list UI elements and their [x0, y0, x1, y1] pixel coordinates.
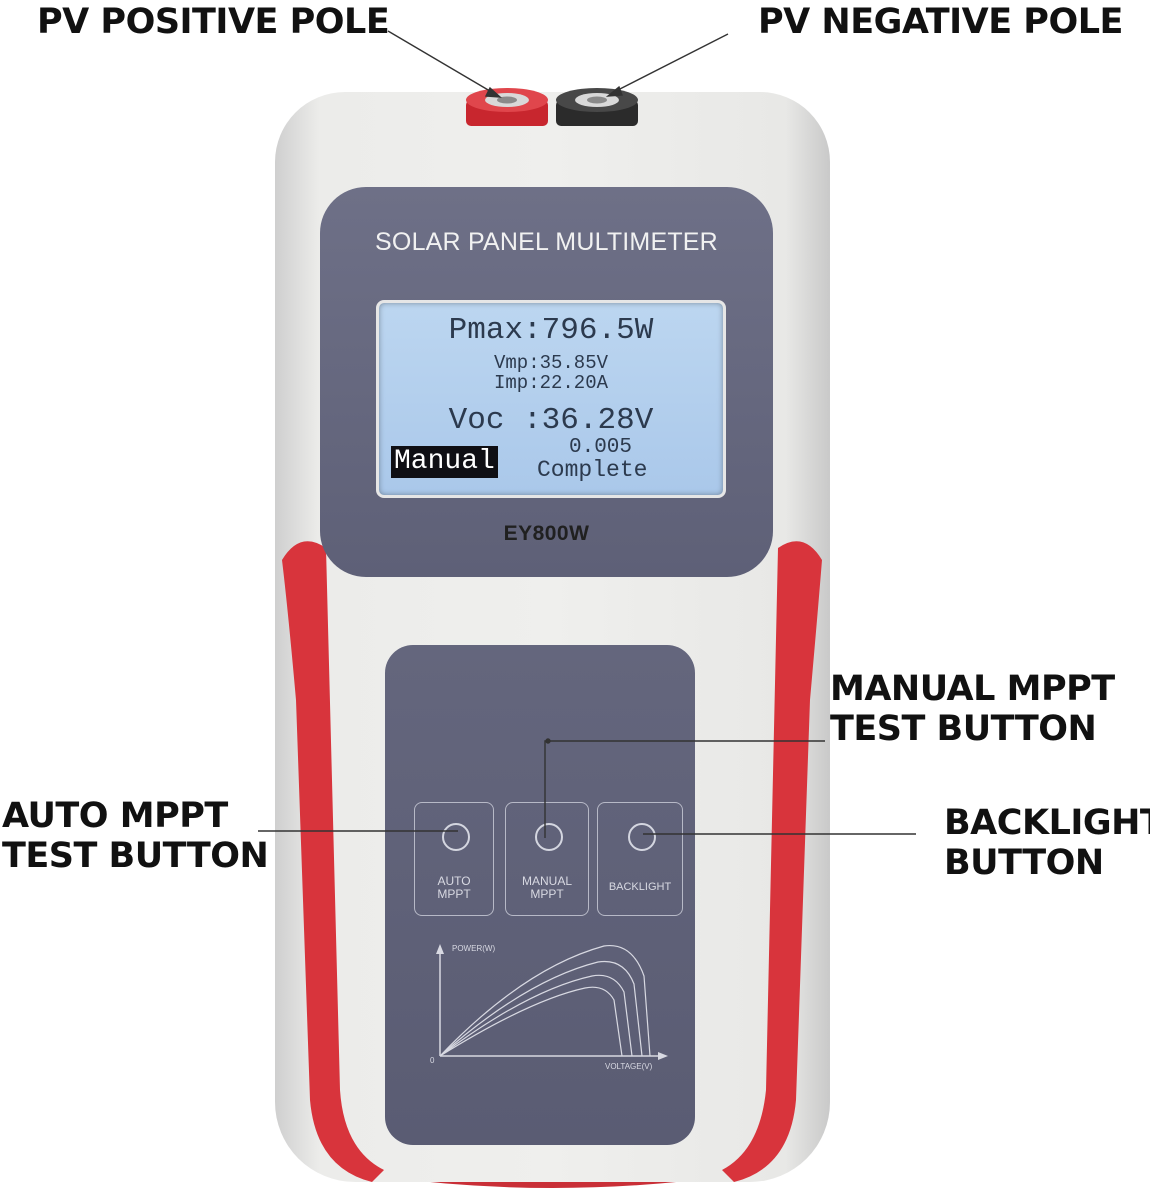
- manual-mppt-callout: MANUAL MPPT TEST BUTTON: [830, 669, 1115, 749]
- pv-negative-arrow-icon: [605, 85, 623, 97]
- backlight-callout: BACKLIGHT BUTTON: [944, 803, 1150, 883]
- backlight-button-circle-icon: [628, 823, 656, 851]
- pv-positive-arrow-icon: [484, 86, 502, 98]
- lcd-status: Complete: [537, 457, 648, 483]
- graph-x-label: VOLTAGE(V): [605, 1062, 653, 1071]
- lcd-voc: Voc :36.28V: [448, 403, 654, 438]
- pv-positive-leader: [387, 30, 496, 95]
- manual-mppt-leader: [544, 740, 825, 838]
- auto-button-circle-icon: [442, 823, 470, 851]
- right-grip-edge: [722, 541, 822, 1182]
- model-number: EY800W: [503, 522, 590, 545]
- device-title: SOLAR PANEL MULTIMETER: [375, 228, 718, 256]
- lcd-pmax: Pmax:796.5W: [448, 313, 654, 348]
- pv-negative-leader: [613, 33, 729, 93]
- manual-mppt-button[interactable]: MANUAL MPPT: [505, 802, 589, 916]
- manual-leader-dot-icon: [545, 738, 551, 744]
- auto-mppt-callout: AUTO MPPT TEST BUTTON: [2, 796, 269, 876]
- backlight-button[interactable]: BACKLIGHT: [597, 802, 683, 916]
- lcd-value: 0.005: [569, 436, 633, 459]
- lcd-imp: Imp:22.20A: [493, 372, 609, 394]
- backlight-button-label: BACKLIGHT: [608, 881, 672, 893]
- graph-origin-label: 0: [430, 1056, 435, 1065]
- pv-positive-callout: PV POSITIVE POLE: [37, 2, 390, 42]
- pv-negative-callout: PV NEGATIVE POLE: [758, 2, 1123, 42]
- graph-y-label: POWER(W): [452, 944, 496, 953]
- lcd-mode: Manual: [391, 446, 498, 478]
- control-panel: [385, 645, 695, 1145]
- left-grip-edge: [282, 541, 384, 1182]
- lcd-screen: Pmax:796.5W Vmp:35.85V Imp:22.20A Voc :3…: [376, 300, 726, 498]
- auto-mppt-button[interactable]: AUTO MPPT: [414, 802, 494, 916]
- lcd-vmp: Vmp:35.85V: [493, 352, 609, 374]
- manual-button-circle-icon: [535, 823, 563, 851]
- manual-button-label: MANUAL MPPT: [521, 874, 572, 901]
- auto-button-label: AUTO MPPT: [437, 874, 471, 901]
